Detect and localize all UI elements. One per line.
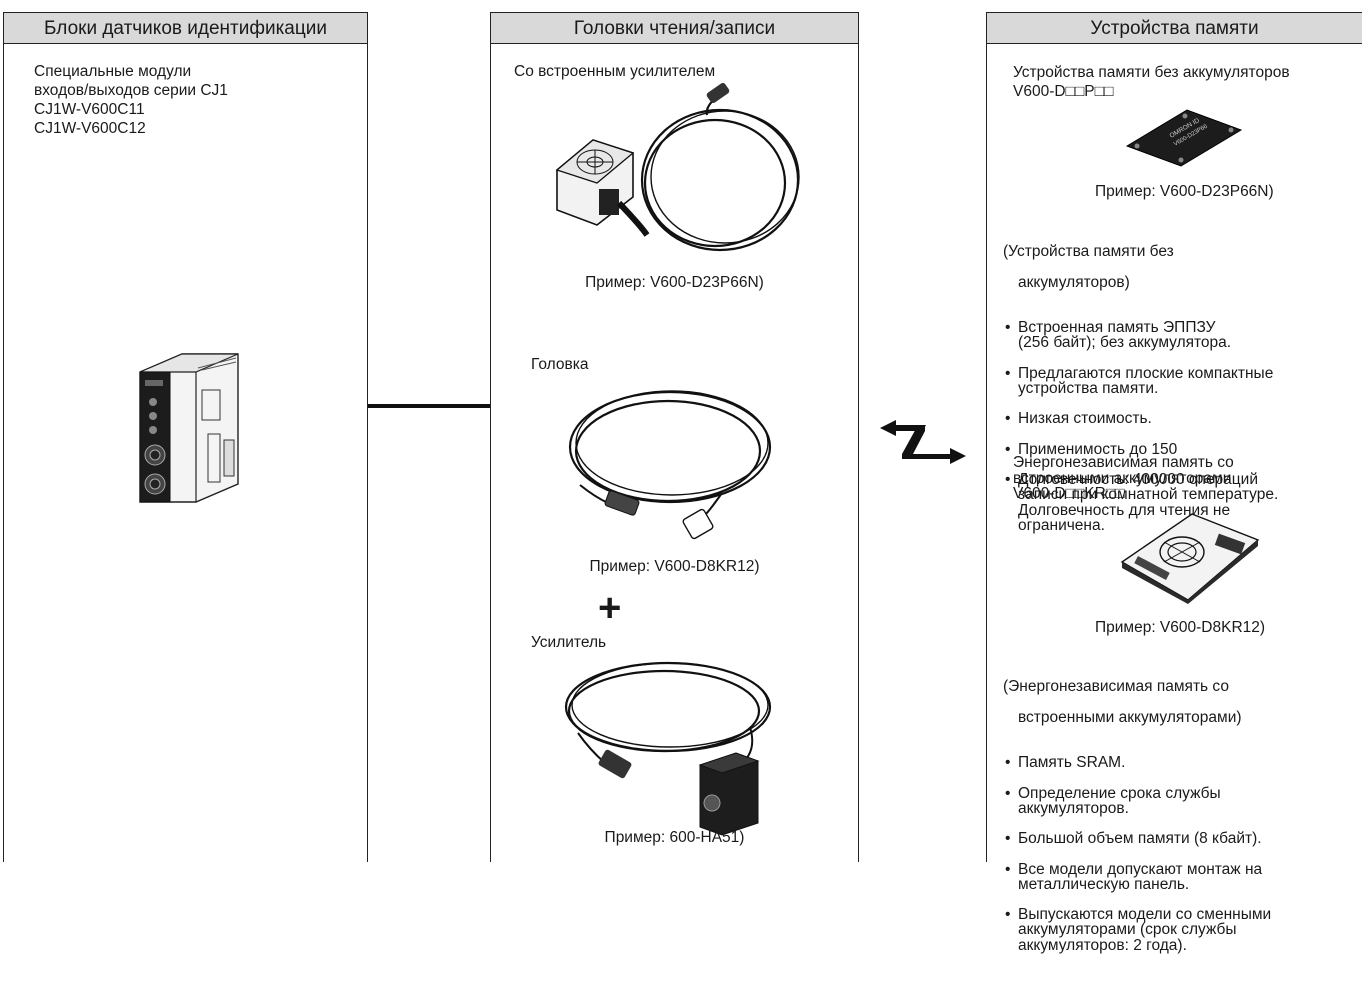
battery-tag-image [1120,513,1260,604]
wireless-communication-arrow-icon [880,420,966,464]
column-header-rw-heads: Головки чтения/записи [491,13,858,44]
battery-free-tag-image: OMRON ID V600-D23P66 [1125,109,1243,167]
list-item: Встроенная память ЭППЗУ (256 байт); без … [1003,320,1278,351]
list-item: Большой объем памяти (8 кбайт). [1003,831,1271,847]
amplifier-image [564,661,772,836]
battery-description: (Энергонезависимая память со встроенными… [1003,664,1271,983]
cj1-id-sensor-module-image [139,353,239,503]
column-rw-heads: Головки чтения/записи [490,12,859,862]
id-sensor-units-description: Специальные модули входов/выходов серии … [34,63,228,137]
head-caption: Пример: V600-D8KR12) [589,558,760,575]
list-item: Память SRAM. [1003,755,1271,771]
list-item: Предлагаются плоские компактные устройст… [1003,365,1278,396]
plus-sign: + [598,586,622,630]
builtin-amplifier-head-image [555,82,800,252]
head-label: Головка [531,356,589,373]
column-id-sensor-units: Блоки датчиков идентификации [3,12,368,862]
list-item: Все модели допускают монтаж на металличе… [1003,861,1271,892]
builtin-amplifier-caption: Пример: V600-D23P66N) [585,274,764,291]
list-item: Долговечность: 400000 операций записи пр… [1003,472,1278,533]
battery-free-description: (Устройства памяти без аккумуляторов) Вс… [1003,229,1278,563]
builtin-amplifier-label: Со встроенным усилителем [514,63,716,80]
head-cable-image [568,390,772,540]
battery-free-caption: Пример: V600-D23P66N) [1095,183,1274,200]
battery-memory-title: Энергонезависимая память со встроенными … [1013,454,1234,503]
battery-free-intro-line1: (Устройства памяти без [1003,243,1174,261]
list-item: Применимость до 150 [1003,441,1278,457]
list-item: Определение срока службы аккумуляторов. [1003,785,1271,816]
battery-free-memory-title: Устройства памяти без аккумуляторов V600… [1013,64,1290,100]
amplifier-caption: Пример: 600-HA51) [604,829,745,846]
column-header-memory-devices: Устройства памяти [987,13,1362,44]
battery-intro-line2: встроенными аккумуляторами) [1018,708,1242,726]
battery-free-feature-list: Встроенная память ЭППЗУ (256 байт); без … [1003,305,1278,548]
amplifier-label: Усилитель [531,634,607,651]
battery-feature-list: Память SRAM. Определение срока службы ак… [1003,740,1271,968]
battery-intro-line1: (Энергонезависимая память со [1003,678,1229,696]
list-item: Выпускаются модели со сменными аккумулят… [1003,907,1271,953]
battery-free-intro-line2: аккумуляторов) [1018,273,1130,291]
column-memory-devices: Устройства памяти [986,12,1362,862]
list-item: Низкая стоимость. [1003,411,1278,427]
column-header-id-sensor-units: Блоки датчиков идентификации [4,13,367,44]
unit-to-head-connector-line [368,404,490,408]
battery-caption: Пример: V600-D8KR12) [1095,619,1266,636]
